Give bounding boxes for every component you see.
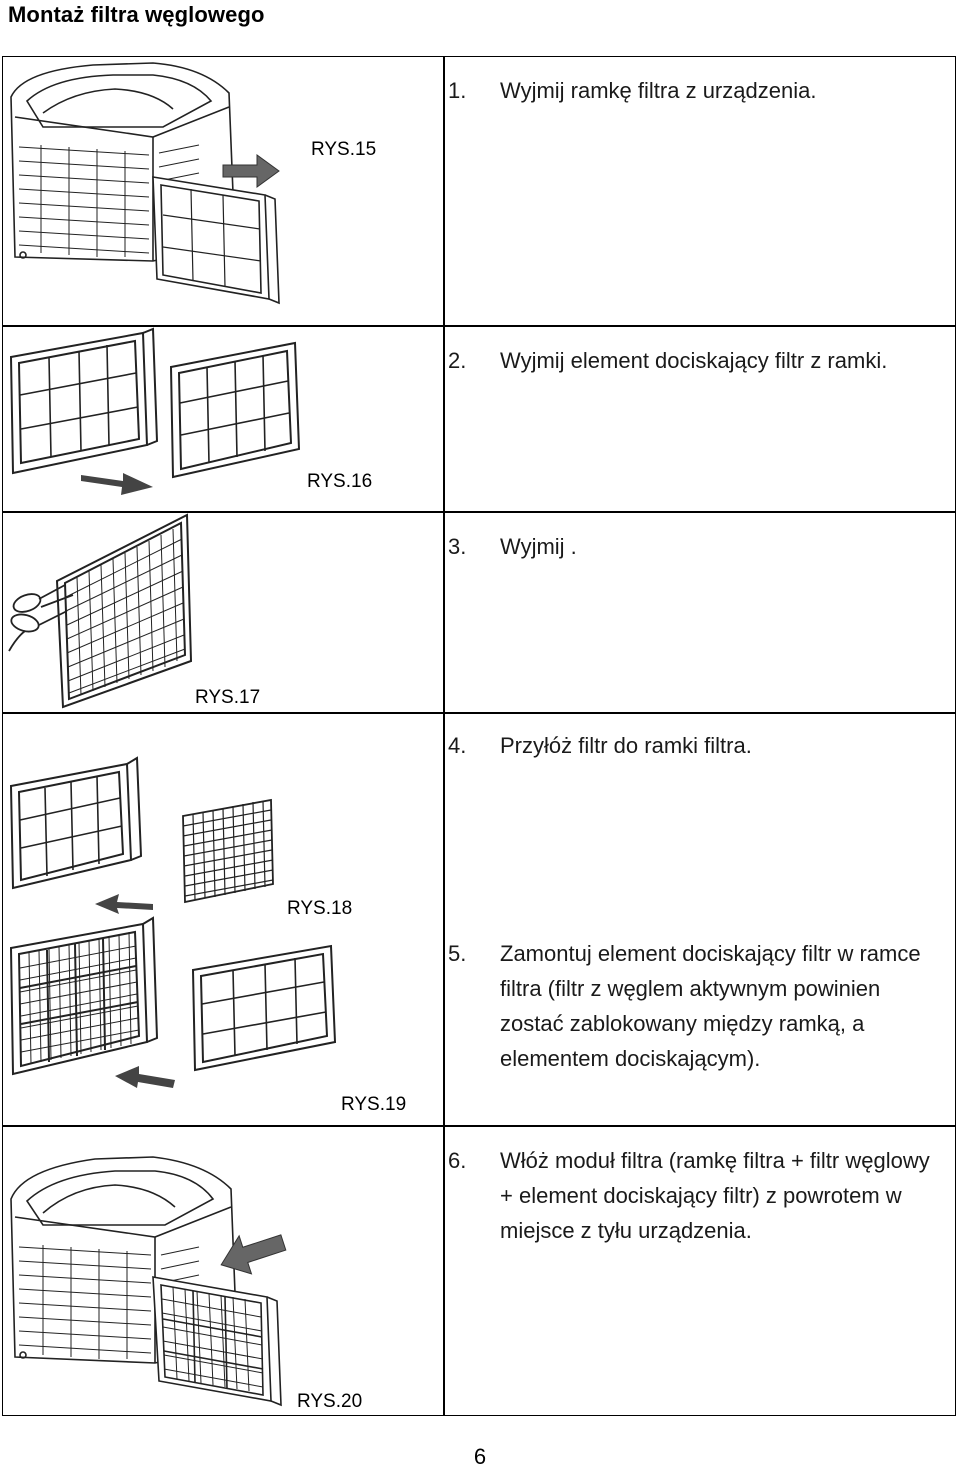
step-6: 6. Włóż moduł filtra (ramkę filtra + fil… xyxy=(448,1143,940,1248)
step-number: 1. xyxy=(448,78,467,103)
column-divider xyxy=(443,57,445,1415)
figure-label: RYS.19 xyxy=(341,1094,407,1115)
figure-cell-2: RYS.16 xyxy=(3,325,443,511)
step-number: 4. xyxy=(448,733,467,758)
step-text: Zamontuj element dociskający filtr w ram… xyxy=(500,941,921,1071)
figure-label: RYS.18 xyxy=(287,898,353,919)
step-3: 3. Wyjmij . xyxy=(448,529,940,564)
row-divider xyxy=(3,1125,955,1127)
figure-cell-6: RYS.20 xyxy=(3,1125,443,1415)
frame-separate-icon xyxy=(9,327,301,495)
step-cell-6: 6. Włóż moduł filtra (ramkę filtra + fil… xyxy=(444,1125,956,1415)
figure-label: RYS.16 xyxy=(307,471,373,492)
step-5: 5. Zamontuj element dociskający filtr w … xyxy=(448,936,940,1076)
step-text: Włóż moduł filtra (ramkę filtra + filtr … xyxy=(500,1148,930,1243)
step-text: Wyjmij . xyxy=(500,534,577,559)
step-4: 4. Przyłóż filtr do ramki filtra. xyxy=(448,728,940,763)
step-2: 2. Wyjmij element dociskający filtr z ra… xyxy=(448,343,940,378)
step-text: Wyjmij ramkę filtra z urządzenia. xyxy=(500,78,817,103)
step-1: 1. Wyjmij ramkę filtra z urządzenia. xyxy=(448,73,940,108)
page-title: Montaż filtra węglowego xyxy=(8,2,265,27)
step-cell-4: 4. Przyłóż filtr do ramki filtra. 5. Zam… xyxy=(444,712,956,1125)
step-text: Przyłóż filtr do ramki filtra. xyxy=(500,733,752,758)
row-divider xyxy=(3,325,955,327)
step-cell-3: 3. Wyjmij . xyxy=(444,511,956,712)
step-number: 6. xyxy=(448,1148,467,1173)
unit-frame-out-icon xyxy=(10,62,280,305)
filter-cut-icon xyxy=(8,513,193,709)
step-number: 5. xyxy=(448,941,467,966)
figure-label: RYS.15 xyxy=(311,139,377,160)
filter-place-icon xyxy=(9,756,337,1088)
unit-frame-in-icon xyxy=(10,1156,287,1407)
row-divider xyxy=(3,511,955,513)
page-number: 6 xyxy=(473,1444,487,1469)
figure-cell-4: RYS.18 RYS.19 xyxy=(3,712,443,1125)
figure-cell-3: RYS.17 xyxy=(3,511,443,712)
figure-label: RYS.17 xyxy=(195,687,261,708)
step-cell-1: 1. Wyjmij ramkę filtra z urządzenia. xyxy=(444,57,956,325)
figure-label: RYS.20 xyxy=(297,1391,363,1412)
step-text: Wyjmij element dociskający filtr z ramki… xyxy=(500,348,888,373)
figure-cell-1: RYS.15 xyxy=(3,57,443,325)
step-number: 2. xyxy=(448,348,467,373)
instruction-table: RYS.15 RYS.16 xyxy=(2,56,956,1416)
step-number: 3. xyxy=(448,534,467,559)
step-cell-2: 2. Wyjmij element dociskający filtr z ra… xyxy=(444,325,956,511)
row-divider xyxy=(3,712,955,714)
